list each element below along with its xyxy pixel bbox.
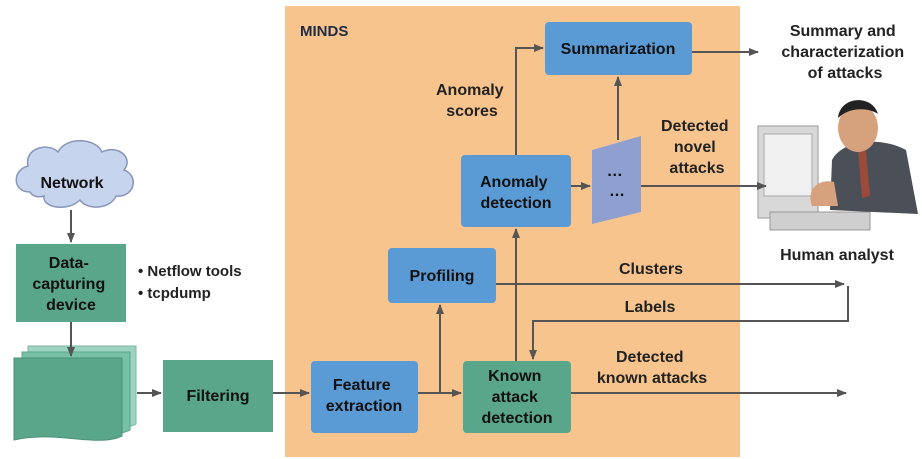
network-label: Network (40, 175, 103, 192)
human-analyst-label: Human analyst (780, 247, 894, 264)
arrow-analyst-labels-to-known (529, 286, 849, 360)
profiling-label: Profiling (410, 268, 475, 285)
detected-novel-attacks-label: Detected novel attacks (661, 118, 733, 177)
human-analyst-illustration (757, 100, 918, 231)
summary-label: Summary and characterization of attacks (781, 23, 908, 82)
minds-title: MINDS (300, 23, 348, 40)
anomaly-detection-box (461, 155, 571, 227)
clusters-label: Clusters (619, 261, 683, 278)
summarization-label: Summarization (561, 41, 676, 58)
profiling-box (388, 248, 496, 303)
known-attack-detection-box (463, 361, 571, 433)
anomaly-scores-label: Anomaly scores (436, 82, 508, 120)
known-attack-detection-label: Known attack detection (481, 368, 552, 427)
labels-label: Labels (625, 299, 676, 316)
filtering-label: Filtering (186, 388, 249, 405)
feature-extraction-label: Feature extraction (326, 377, 402, 415)
summarization-box (545, 22, 692, 75)
data-capturing-device-label: Data- capturing device (32, 255, 109, 314)
captured-data-stack (13, 345, 137, 441)
anomaly-detection-label: Anomaly detection (480, 174, 552, 212)
novel-attacks-box (592, 136, 641, 224)
arrow-anomaly-scores-to-summarization (515, 44, 544, 155)
filtering-box (163, 360, 273, 432)
capture-tools-list: • Netflow tools • tcpdump (138, 263, 246, 302)
network-cloud: Network (15, 140, 134, 208)
feature-extraction-box (311, 361, 418, 433)
detected-known-attacks-label: Detected known attacks (597, 349, 707, 387)
novel-attacks-dots: … … (607, 163, 627, 200)
data-capturing-device-box (16, 244, 126, 322)
